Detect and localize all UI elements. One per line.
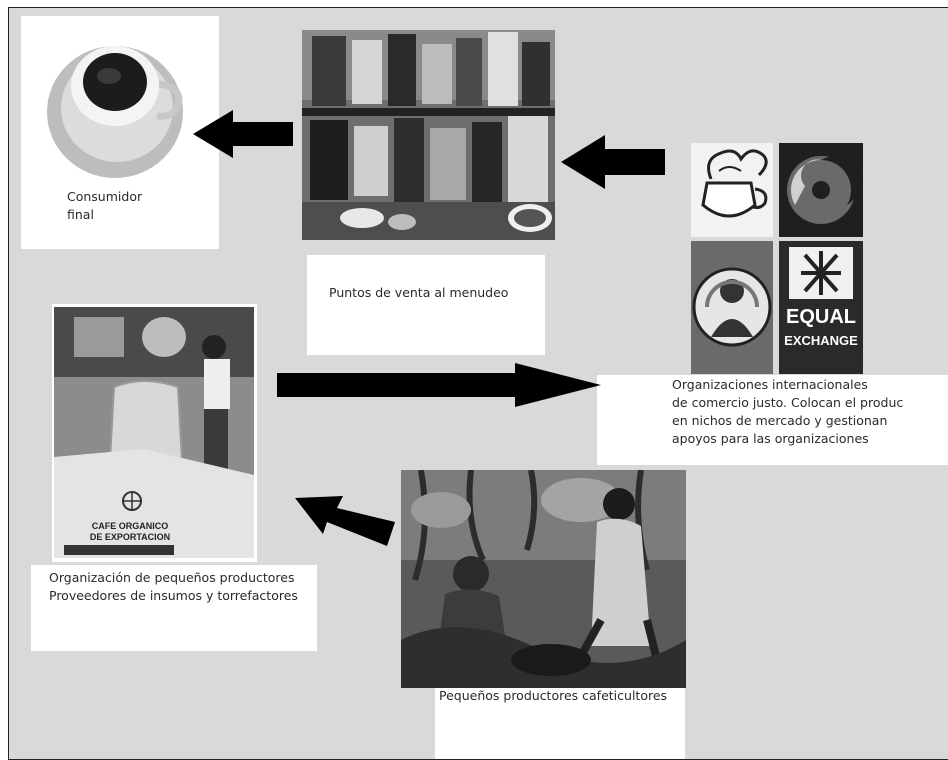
warehouse-image: CAFE ORGANICO DE EXPORTACION [54,307,254,558]
organization-label: Organización de pequeños productores Pro… [49,570,298,604]
retail-label: Puntos de venta al menudeo [329,285,509,300]
arrow-retail-to-consumer [193,110,293,158]
fairtrade-label: Organizaciones internacionales de comerc… [672,377,904,447]
fairtrade-box [597,375,948,465]
arrow-producers-to-organization [295,496,395,546]
equal-logo-text: EQUAL [786,306,856,328]
consumer-label: Consumidor final [67,189,143,223]
exchange-logo-text: EXCHANGE [784,333,858,348]
sack-text-1: CAFE ORGANICO [92,521,169,531]
fair-trade-logos-image: EQUAL EXCHANGE [689,141,865,376]
producers-box [435,688,685,759]
producers-label: Pequeños productores cafeticultores [439,688,668,703]
organization-label-box [31,565,317,651]
sack-text-2: DE EXPORTACION [90,532,170,542]
coffee-cup-image [39,24,189,184]
retail-box [307,255,545,355]
retail-shelves-image [302,30,555,240]
arrow-organization-to-fairtrade [277,363,601,407]
farmers-image [401,470,686,688]
arrow-fairtrade-to-retail [561,135,665,189]
diagram-frame: Consumidor final Puntos de v [8,7,948,760]
